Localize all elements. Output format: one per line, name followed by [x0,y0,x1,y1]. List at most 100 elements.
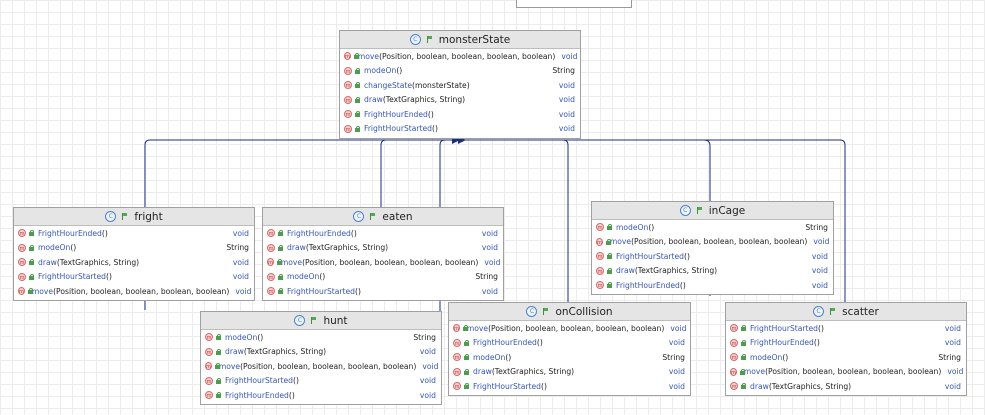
method-params: (Position, boolean, boolean, boolean, bo… [53,286,230,296]
method-name: move [466,323,489,333]
method-params: (TextGraphics, String) [382,95,466,105]
method-name: modeOn [38,243,71,253]
method-name: FrightHourStarted [473,381,541,391]
method-params: () [101,228,108,238]
method-icon: m [18,243,26,252]
class-icon: C [526,306,538,317]
method-params: () [679,280,686,290]
class-icon: C [409,34,421,45]
method-name: FrightHourStarted [616,251,684,261]
method-name: FrightHourStarted [750,323,818,333]
method-icon: m [453,353,461,362]
return-type: void [558,109,575,119]
method-icon: m [205,391,213,400]
method-icon: m [344,66,352,75]
method-params: () [355,286,361,296]
public-lock-icon [216,392,221,399]
public-lock-icon [607,224,612,231]
public-lock-icon [278,273,283,280]
return-type: void [668,338,685,348]
class-title: eaten [382,210,413,223]
method-name: modeOn [473,352,506,362]
method-icon: m [205,376,213,385]
method-name: modeOn [750,352,783,362]
method-params: (Position, boolean, boolean, boolean, bo… [379,51,556,61]
class-title: inCage [708,204,746,217]
return-type: void [944,338,961,348]
method-params: () [541,381,547,391]
method-name: move [609,237,632,247]
method-icon: m [344,110,352,119]
method-name: move [357,51,380,61]
return-type: void [558,95,575,105]
method-params: () [70,243,77,253]
method-icon: m [18,258,26,267]
method-name: draw [225,347,244,357]
method-params: () [505,352,512,362]
public-lock-icon [29,244,34,251]
return-type: String [413,332,436,342]
method-name: move [280,257,303,267]
public-lock-icon [741,339,746,346]
method-icon: m [453,382,461,391]
public-lock-icon [464,354,469,361]
method-params: (Position, boolean, boolean, boolean, bo… [240,361,417,371]
method-name: FrightHourStarted [225,376,293,386]
return-type: String [475,272,498,282]
method-icon: m [730,382,738,391]
method-icon: m [730,324,738,333]
method-name: move [743,367,766,377]
offscreen-class-box[interactable] [516,0,632,8]
method-name: modeOn [225,332,258,342]
method-icon: m [267,287,275,296]
public-lock-icon [464,383,469,390]
public-lock-icon [29,259,34,266]
return-type: void [481,228,498,238]
return-type: String [938,352,961,362]
